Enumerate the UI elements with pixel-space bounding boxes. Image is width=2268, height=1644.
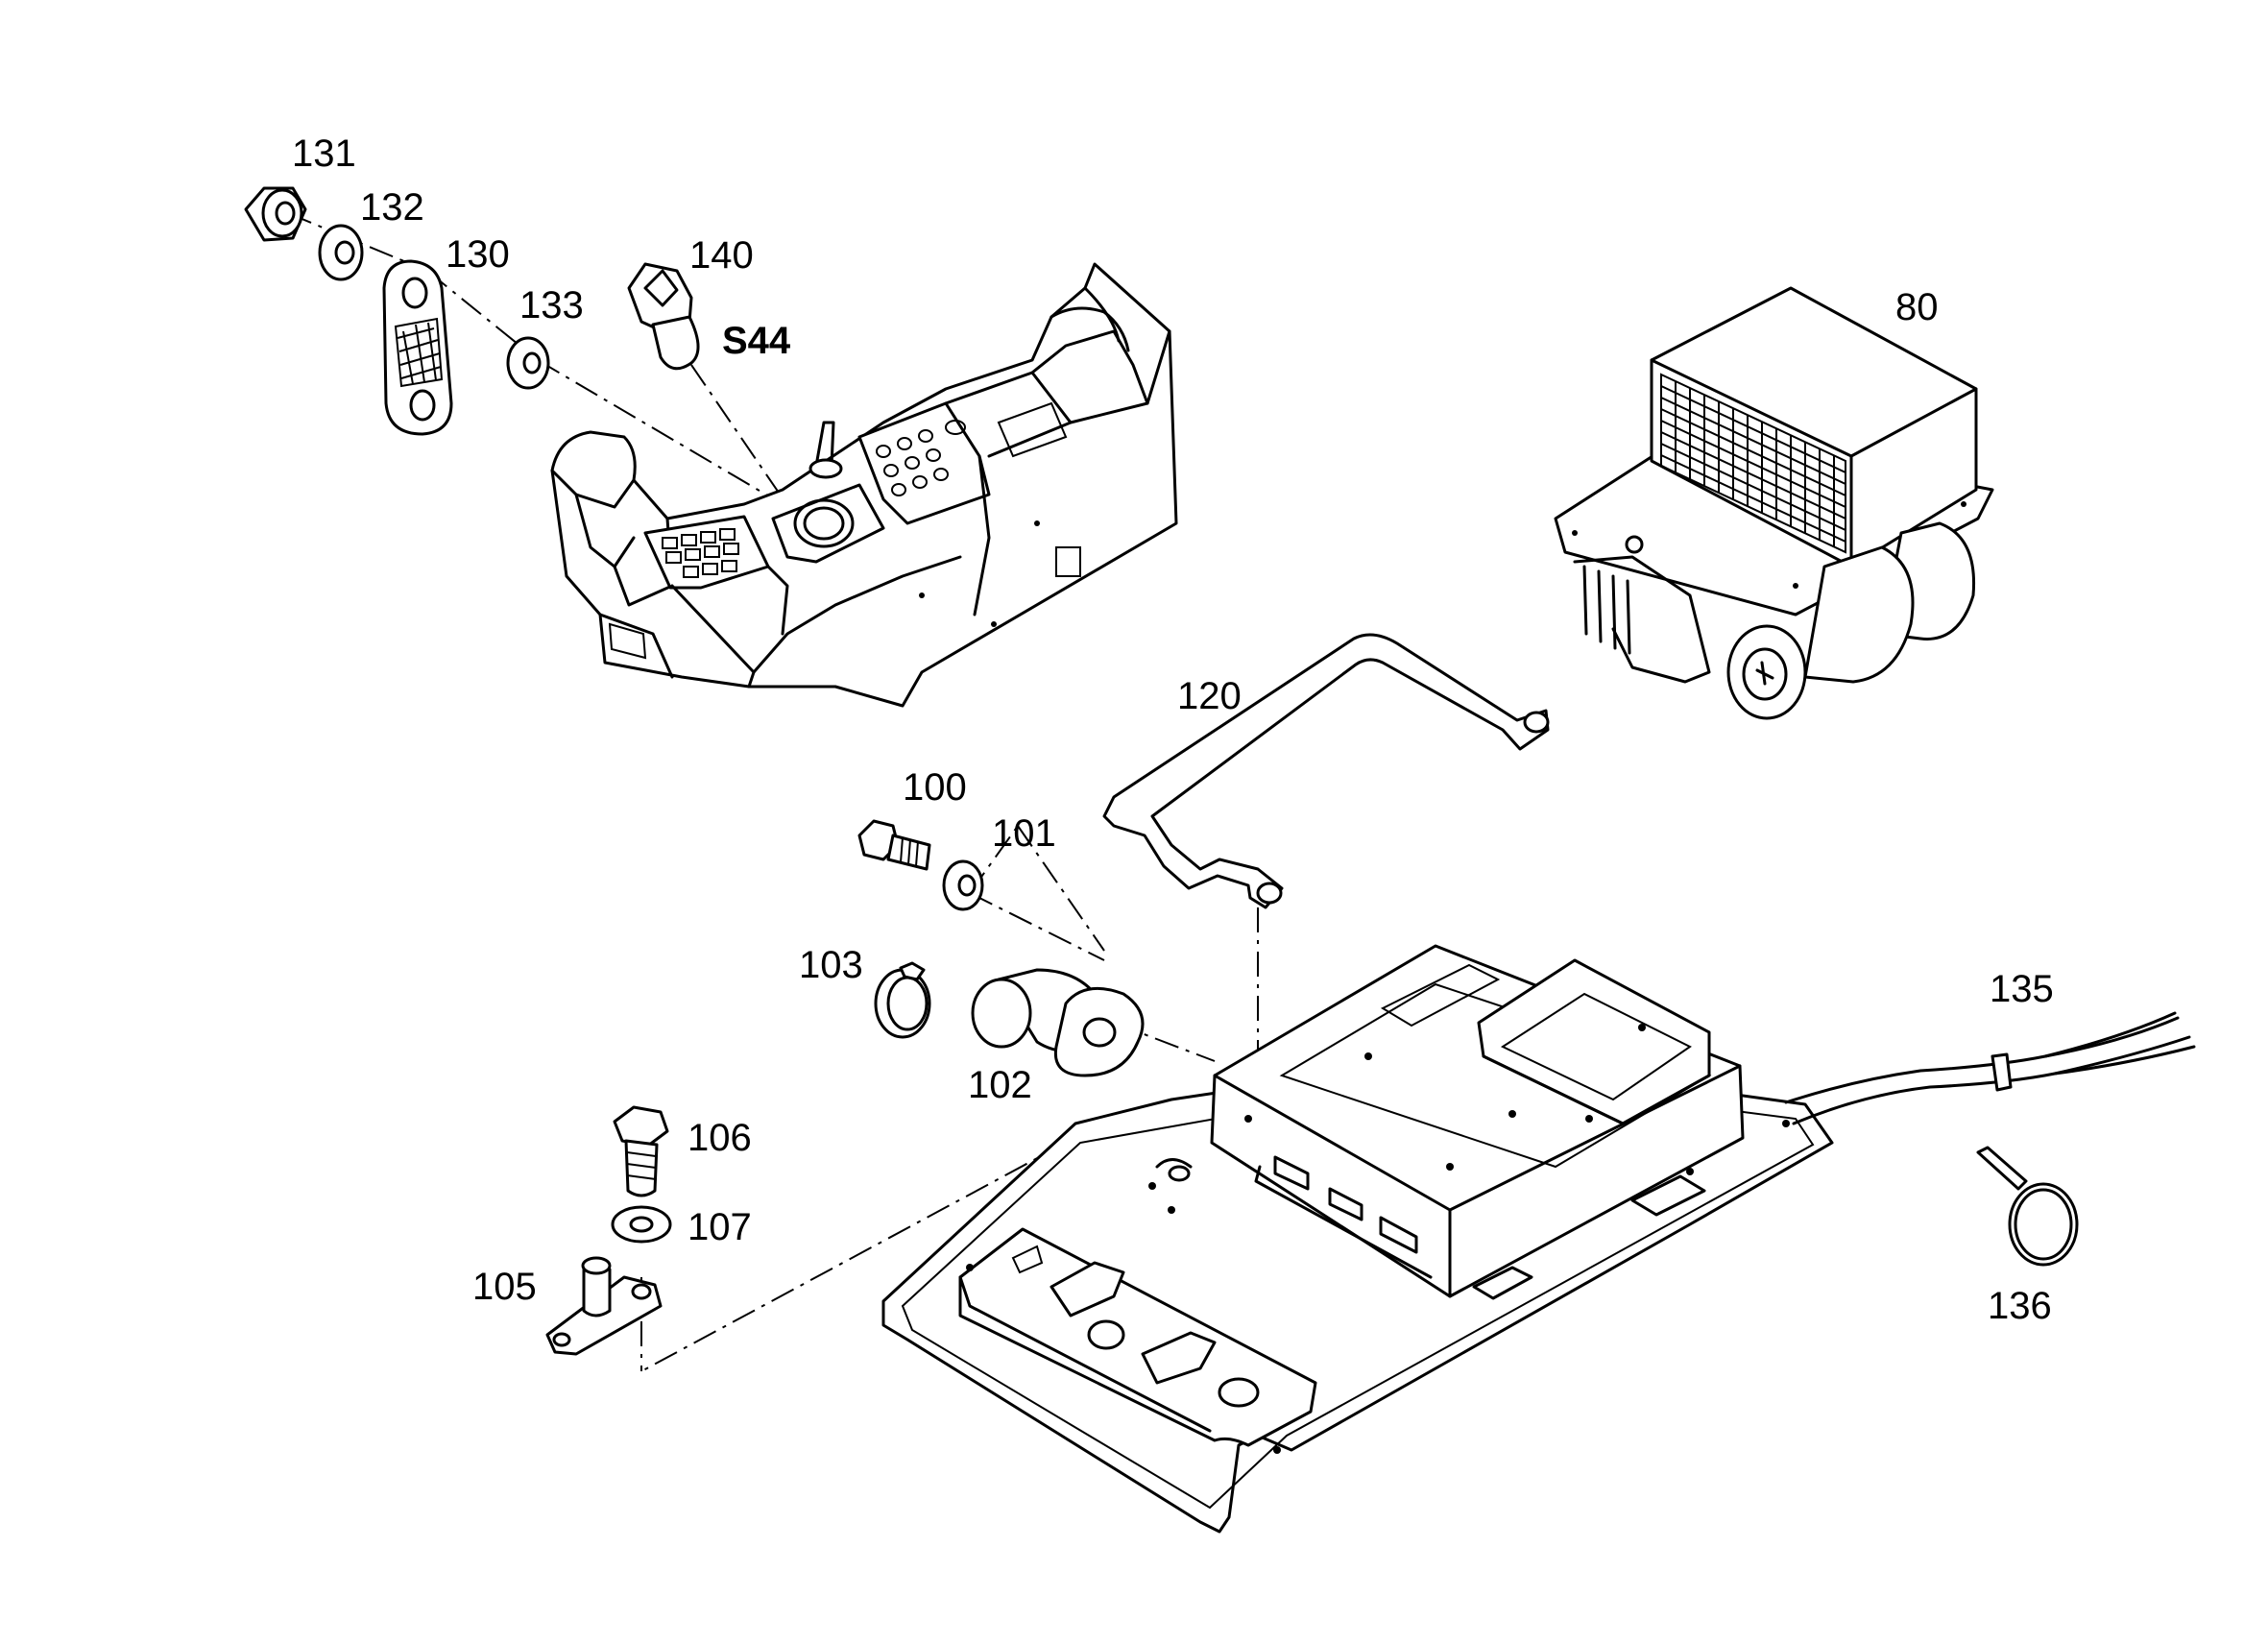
callout-135: 135: [1990, 968, 2054, 1010]
callout-101: 101: [992, 812, 1056, 855]
callout-133: 133: [519, 284, 584, 326]
hydraulic-unit-80: [1554, 286, 1994, 720]
callout-105: 105: [472, 1266, 537, 1308]
hose-120: [1102, 633, 1550, 909]
control-console: [550, 262, 1178, 708]
callout-107: 107: [688, 1206, 752, 1248]
bracket-105: [545, 1256, 663, 1356]
hex-nut-131: [244, 186, 307, 242]
washer-107: [611, 1205, 672, 1244]
washer-101: [942, 859, 984, 911]
cable-bundle-135: [1784, 1011, 2196, 1125]
callout-120: 120: [1177, 675, 1242, 717]
callout-132: 132: [360, 186, 424, 229]
bolt-106: [613, 1105, 669, 1197]
bolt-100: [857, 819, 931, 871]
elbow-fitting-102: [971, 968, 1145, 1077]
callout-106: 106: [688, 1117, 752, 1159]
callout-100: 100: [903, 766, 967, 809]
cable-tie-136: [1976, 1146, 2079, 1267]
mounting-plate-130: [382, 259, 453, 436]
washer-133: [506, 336, 550, 390]
callout-136: 136: [1988, 1285, 2052, 1327]
callout-131: 131: [292, 133, 356, 175]
switch-cap-140: [627, 262, 700, 371]
base-plate-assembly: [881, 944, 1834, 1534]
callout-140: 140: [689, 234, 754, 277]
callout-103: 103: [799, 944, 863, 986]
callout-102: 102: [968, 1064, 1032, 1106]
callout-s44: S44: [722, 320, 791, 362]
callout-130: 130: [446, 233, 510, 276]
washer-132: [318, 224, 364, 281]
callout-80: 80: [1895, 286, 1939, 328]
hose-clamp-103: [874, 961, 931, 1039]
